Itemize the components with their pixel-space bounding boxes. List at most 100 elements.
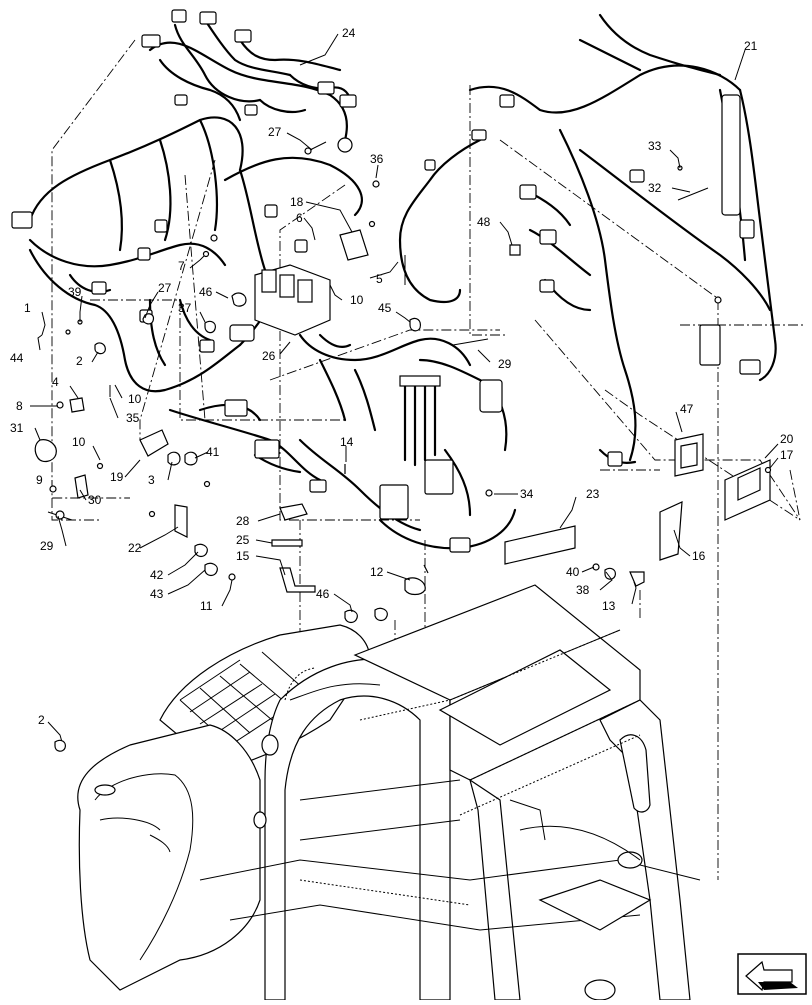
callout-21: 21 bbox=[744, 39, 758, 53]
connector-icon bbox=[424, 459, 454, 495]
callout-46-b: 46 bbox=[316, 587, 330, 601]
connector-icon bbox=[137, 247, 151, 261]
main-harness bbox=[11, 116, 363, 393]
callout-38: 38 bbox=[576, 583, 590, 597]
connector-icon bbox=[254, 439, 280, 459]
callout-40: 40 bbox=[566, 565, 580, 579]
callout-8: 8 bbox=[16, 399, 23, 413]
callout-22: 22 bbox=[128, 541, 142, 555]
connector-icon bbox=[294, 239, 308, 253]
callout-5: 5 bbox=[376, 272, 383, 286]
callout-37: 37 bbox=[178, 301, 192, 315]
callout-14: 14 bbox=[340, 435, 354, 449]
connector-icon bbox=[309, 479, 327, 493]
callout-33: 33 bbox=[648, 139, 662, 153]
callout-26: 26 bbox=[262, 349, 276, 363]
callout-15: 15 bbox=[236, 549, 250, 563]
relay-block-26 bbox=[254, 264, 472, 367]
hardware-parts bbox=[34, 141, 772, 624]
callout-6: 6 bbox=[296, 211, 303, 225]
connector-icon bbox=[141, 34, 161, 48]
callout-25: 25 bbox=[236, 533, 250, 547]
callout-1: 1 bbox=[24, 301, 31, 315]
callout-29-b: 29 bbox=[40, 539, 54, 553]
callout-39: 39 bbox=[68, 285, 82, 299]
callout-17: 17 bbox=[780, 448, 794, 462]
connector-icon bbox=[379, 484, 409, 520]
connector-icon bbox=[607, 451, 623, 467]
callout-31: 31 bbox=[10, 421, 24, 435]
connector-icon bbox=[399, 375, 441, 387]
connector-icon bbox=[317, 81, 335, 95]
callout-30: 30 bbox=[88, 493, 102, 507]
callout-32: 32 bbox=[648, 181, 662, 195]
connector-icon bbox=[171, 9, 187, 23]
callout-12: 12 bbox=[370, 565, 384, 579]
cab-harness-24 bbox=[141, 9, 357, 153]
connector-icon bbox=[499, 94, 515, 108]
connector-icon bbox=[337, 137, 353, 153]
callout-45: 45 bbox=[378, 301, 392, 315]
connector-icon bbox=[244, 104, 258, 116]
callout-16: 16 bbox=[692, 549, 706, 563]
relay-icon bbox=[297, 279, 313, 303]
relay-icon bbox=[261, 269, 277, 293]
next-view-arrow-icon[interactable] bbox=[737, 953, 807, 995]
connector-icon bbox=[424, 159, 436, 171]
callout-29: 29 bbox=[498, 357, 512, 371]
machine-cab-outline bbox=[77, 584, 701, 1001]
callout-10-b: 10 bbox=[128, 392, 142, 406]
connector-icon bbox=[339, 94, 357, 108]
connector-icon bbox=[229, 324, 255, 342]
callout-19: 19 bbox=[110, 470, 124, 484]
connector-icon bbox=[539, 229, 557, 245]
relay-icon bbox=[279, 274, 295, 298]
callout-20: 20 bbox=[780, 432, 794, 446]
callout-27: 27 bbox=[268, 125, 282, 139]
connector-icon bbox=[199, 11, 217, 25]
center-harness bbox=[398, 129, 487, 304]
callout-9: 9 bbox=[36, 473, 43, 487]
connector-icon bbox=[264, 204, 278, 218]
callout-28: 28 bbox=[236, 514, 250, 528]
connector-icon bbox=[629, 169, 645, 183]
callout-7: 7 bbox=[178, 259, 185, 273]
harness-21 bbox=[468, 13, 777, 467]
callout-23: 23 bbox=[586, 487, 600, 501]
callout-47: 47 bbox=[680, 402, 694, 416]
connector-icon bbox=[739, 219, 755, 239]
callout-11: 11 bbox=[200, 599, 213, 613]
connector-icon bbox=[91, 281, 107, 295]
connector-icon bbox=[449, 537, 471, 553]
connector-icon bbox=[154, 219, 168, 233]
callout-10-c: 10 bbox=[72, 435, 86, 449]
connector-icon bbox=[699, 324, 721, 366]
connector-icon bbox=[739, 359, 761, 375]
callout-labels: 24 21 27 36 33 32 18 6 48 7 5 10 46 27 3… bbox=[10, 26, 794, 727]
callout-43: 43 bbox=[150, 587, 164, 601]
callout-24: 24 bbox=[342, 26, 356, 40]
callout-35: 35 bbox=[126, 411, 140, 425]
callout-2-b: 2 bbox=[38, 713, 45, 727]
connector-icon bbox=[174, 94, 188, 106]
connector-icon bbox=[199, 339, 215, 353]
leader-lines bbox=[30, 33, 779, 752]
callout-2: 2 bbox=[76, 354, 83, 368]
callout-36: 36 bbox=[370, 152, 384, 166]
connector-icon bbox=[234, 29, 252, 43]
callout-18: 18 bbox=[290, 195, 304, 209]
callout-27-b: 27 bbox=[158, 281, 172, 295]
fuse-block-icon bbox=[721, 94, 741, 216]
callout-13: 13 bbox=[602, 599, 616, 613]
connector-icon bbox=[224, 399, 248, 417]
callout-34: 34 bbox=[520, 487, 534, 501]
callout-41: 41 bbox=[206, 445, 220, 459]
callout-42: 42 bbox=[150, 568, 164, 582]
callout-3: 3 bbox=[148, 473, 155, 487]
connector-icon bbox=[11, 211, 33, 229]
callout-4: 4 bbox=[52, 375, 59, 389]
dash-harness bbox=[168, 358, 517, 553]
callout-44: 44 bbox=[10, 351, 24, 365]
